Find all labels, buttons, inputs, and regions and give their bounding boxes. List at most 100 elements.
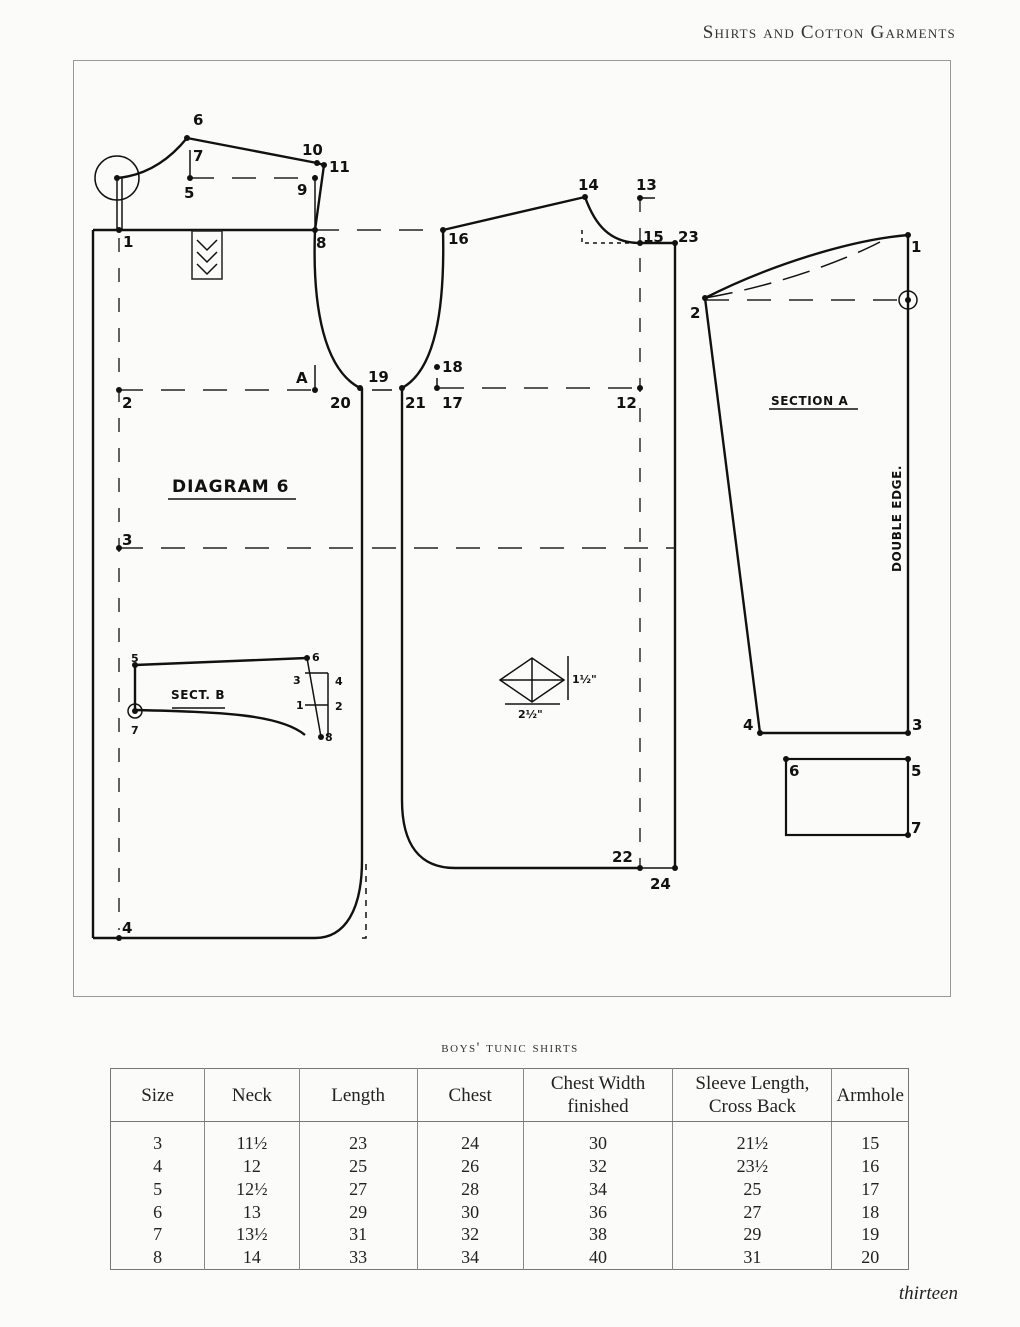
label-23: 23 — [678, 228, 699, 246]
label-11: 11 — [329, 158, 350, 176]
double-edge-label: DOUBLE EDGE. — [890, 465, 904, 572]
label-3: 3 — [122, 531, 132, 549]
cell: 23½ — [672, 1155, 832, 1178]
cell: 7 — [153, 1224, 163, 1245]
cell: 27 — [672, 1200, 832, 1224]
header-sleeve-length: Sleeve Length, Cross Back — [672, 1068, 832, 1122]
sectb-label-5: 5 — [131, 652, 139, 665]
cell: 32 — [522, 1155, 673, 1178]
table-caption: boys' tunic shirts — [441, 1040, 579, 1056]
cell: 36 — [522, 1200, 673, 1224]
cell: 25 — [672, 1177, 832, 1201]
section-b-title: SECT. B — [171, 688, 225, 702]
sleeve-section-a — [703, 233, 918, 837]
label-15: 15 — [643, 228, 664, 246]
sectb-label-4: 4 — [335, 675, 343, 688]
sleeve-label-2: 2 — [690, 304, 700, 322]
cell: 12½ — [204, 1177, 300, 1201]
cell: 30 — [416, 1200, 524, 1224]
cell: 13½ — [204, 1223, 300, 1247]
cell: 28 — [416, 1177, 524, 1201]
sectb-label-7: 7 — [131, 724, 139, 737]
cell: 17 — [831, 1177, 909, 1201]
pattern-diagram: 6 7 5 10 11 9 1 8 A 2 20 19 21 17 18 16 … — [91, 111, 922, 941]
cell: 34 — [522, 1177, 673, 1201]
label-24: 24 — [650, 875, 671, 893]
cell: 8 — [153, 1247, 163, 1268]
sectb-label-8: 8 — [325, 731, 333, 744]
table-row: 5 12½ 27 28 34 25 17 — [111, 1177, 909, 1201]
diagram-title: DIAGRAM 6 — [172, 477, 289, 497]
label-19: 19 — [368, 368, 389, 386]
sleeve-label-1: 1 — [911, 238, 921, 256]
cell: 38 — [522, 1223, 673, 1247]
gusset-height-label: 1½" — [572, 673, 597, 686]
label-10: 10 — [302, 141, 323, 159]
header-length: Length — [298, 1068, 418, 1122]
cell: 31 — [672, 1246, 832, 1270]
cell: 5 — [153, 1178, 163, 1199]
cuff-label-7: 7 — [911, 819, 921, 837]
back-panel — [91, 136, 443, 940]
header-chest: Chest — [416, 1068, 524, 1122]
cell: 33 — [298, 1246, 418, 1270]
cell: 12 — [204, 1155, 300, 1178]
cell: 15 — [831, 1121, 909, 1156]
table-row: 8 14 33 34 40 31 20 — [111, 1246, 909, 1270]
header-size: Size — [110, 1068, 205, 1122]
cell: 19 — [831, 1223, 909, 1247]
label-16: 16 — [448, 230, 469, 248]
header-chest-width: Chest Width finished — [522, 1068, 673, 1122]
gusset-width-label: 2½" — [518, 708, 543, 721]
point-labels: 6 7 5 10 11 9 1 8 A 2 20 19 21 17 18 16 … — [122, 111, 922, 937]
sectb-label-2: 2 — [335, 700, 343, 713]
cell: 13 — [204, 1200, 300, 1224]
header-neck: Neck — [204, 1068, 300, 1122]
label-20: 20 — [330, 394, 351, 412]
label-14: 14 — [578, 176, 599, 194]
cell: 23 — [298, 1121, 418, 1156]
cell: 24 — [416, 1121, 524, 1156]
cell: 26 — [416, 1155, 524, 1178]
page-number: thirteen — [898, 1283, 958, 1304]
label-9: 9 — [297, 181, 307, 199]
running-head: Shirts and Cotton Garments — [702, 22, 956, 43]
cell: 34 — [416, 1246, 524, 1270]
table-row: 7 13½ 31 32 38 29 19 — [111, 1223, 909, 1247]
front-panel — [372, 195, 677, 870]
cell: 21½ — [672, 1121, 832, 1156]
label-8: 8 — [316, 234, 326, 252]
cell: 4 — [153, 1156, 163, 1177]
diagram-frame — [73, 60, 951, 997]
cell: 18 — [831, 1200, 909, 1224]
cell: 31 — [298, 1223, 418, 1247]
table-row: 4 12 25 26 32 23½ 16 — [111, 1155, 909, 1178]
cell: 32 — [416, 1223, 524, 1247]
label-22: 22 — [612, 848, 633, 866]
label-13: 13 — [636, 176, 657, 194]
cell: 16 — [831, 1155, 909, 1178]
table-header-row: Size Neck Length Chest Chest Width finis… — [110, 1068, 909, 1122]
label-a: A — [296, 369, 308, 387]
label-4: 4 — [122, 919, 132, 937]
cell: 29 — [672, 1223, 832, 1247]
sectb-label-3: 3 — [293, 674, 301, 687]
section-a-title: SECTION A — [771, 394, 849, 408]
size-table: Size Neck Length Chest Chest Width finis… — [110, 1068, 909, 1270]
cuff-label-6: 6 — [789, 762, 799, 780]
label-21: 21 — [405, 394, 426, 412]
cuff-label-5: 5 — [911, 762, 921, 780]
cell: 40 — [522, 1246, 673, 1270]
label-7: 7 — [193, 147, 203, 165]
cell: 3 — [153, 1133, 163, 1153]
label-5: 5 — [184, 184, 194, 202]
cell: 14 — [204, 1246, 300, 1270]
table-row: 3 11½ 23 24 30 21½ 15 — [111, 1121, 909, 1156]
point-markers — [114, 135, 911, 941]
sleeve-label-4: 4 — [743, 716, 753, 734]
sectb-label-6: 6 — [312, 651, 320, 664]
sleeve-label-3: 3 — [912, 716, 922, 734]
label-2: 2 — [122, 394, 132, 412]
sectb-label-1: 1 — [296, 699, 304, 712]
cell: 11½ — [204, 1121, 300, 1156]
